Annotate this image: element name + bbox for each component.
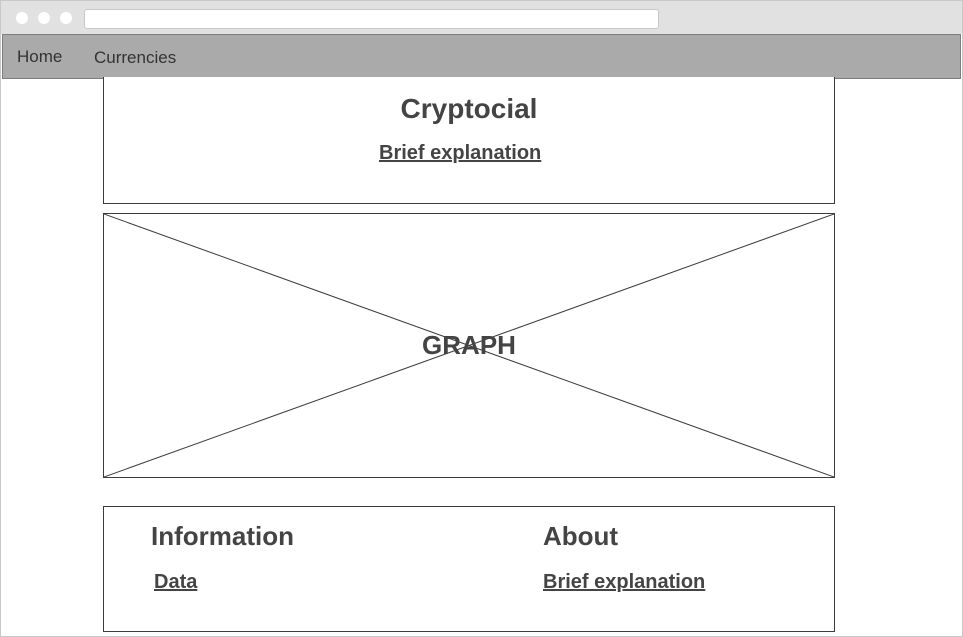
page-title: Cryptocial — [400, 93, 538, 124]
header-panel: Cryptocial Brief explanation — [103, 77, 835, 204]
about-heading: About — [543, 521, 619, 551]
address-bar[interactable] — [84, 9, 659, 29]
browser-titlebar — [1, 1, 962, 34]
brief-explanation-link[interactable]: Brief explanation — [379, 142, 542, 164]
footer-panel: Information Data About Brief explanation — [103, 506, 835, 632]
graph-placeholder: GRAPH — [103, 213, 835, 478]
nav-home-link[interactable]: Home — [17, 47, 63, 66]
minimize-window-dot[interactable] — [38, 12, 50, 24]
graph-label: GRAPH — [422, 330, 516, 360]
information-heading: Information — [151, 521, 294, 551]
graph-placeholder-cross — [104, 214, 834, 477]
top-navbar: Home Currencies — [2, 34, 961, 79]
close-window-dot[interactable] — [16, 12, 28, 24]
nav-currencies-link[interactable]: Currencies — [94, 48, 177, 67]
maximize-window-dot[interactable] — [60, 12, 72, 24]
data-link[interactable]: Data — [154, 571, 198, 593]
about-brief-explanation-link[interactable]: Brief explanation — [543, 571, 706, 593]
